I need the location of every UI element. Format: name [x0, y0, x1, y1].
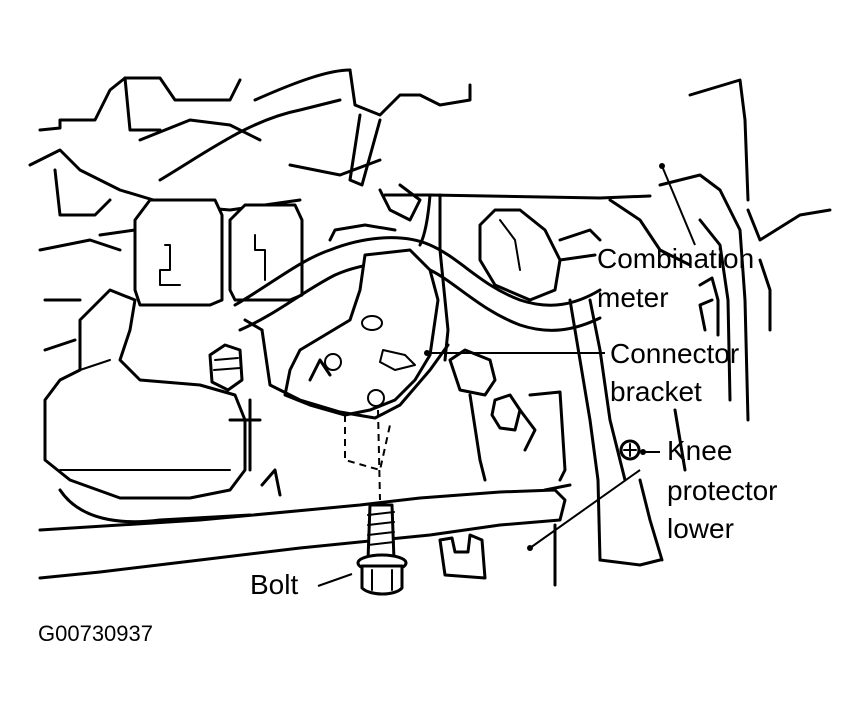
label-bolt: Bolt — [250, 569, 298, 600]
label-knee: Knee — [667, 435, 732, 466]
small-connectors — [308, 348, 567, 482]
lower-left-duct — [43, 288, 282, 524]
bolt-icon — [356, 503, 408, 596]
label-connector-bracket-line2: bracket — [610, 376, 702, 407]
figure-id: G00730937 — [38, 621, 153, 646]
label-lower: lower — [667, 513, 734, 544]
dashboard-structure — [28, 68, 832, 567]
label-combination-line1: Combination — [597, 243, 754, 274]
connector-bracket-plate — [243, 248, 450, 501]
callout-labels: Combination meter Connector bracket Knee… — [250, 243, 778, 600]
wiring-harness — [233, 193, 602, 362]
relay-blocks — [38, 198, 304, 307]
label-protector: protector — [667, 475, 778, 506]
label-connector-line1: Connector — [610, 338, 739, 369]
leader-lines — [317, 163, 696, 587]
label-combination-meter-line2: meter — [597, 282, 669, 313]
